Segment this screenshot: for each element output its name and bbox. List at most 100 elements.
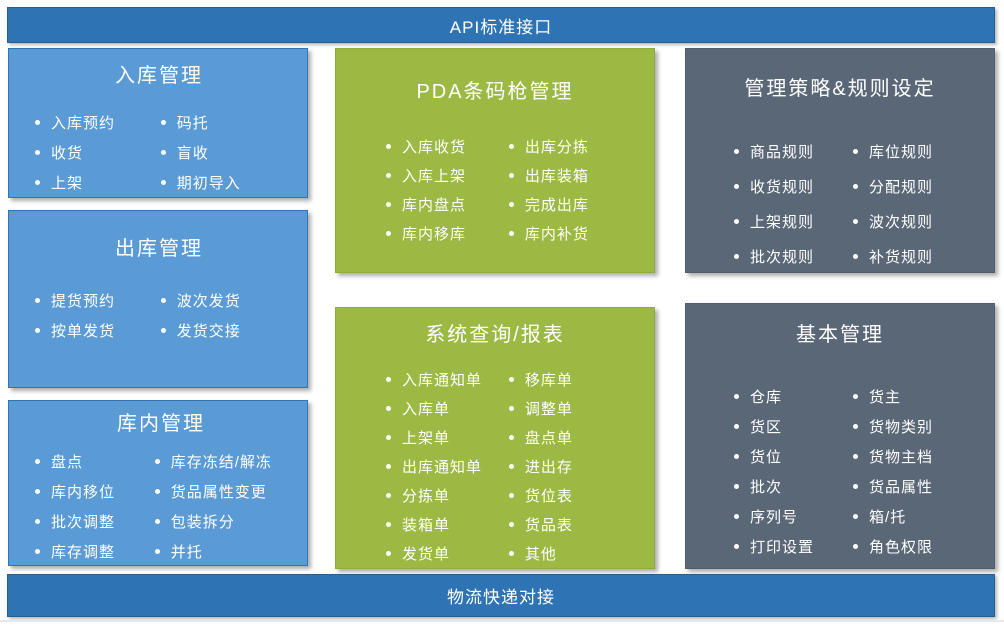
list-item: 移库单: [508, 365, 642, 394]
bullet-icon: [35, 179, 40, 185]
list-item-label: 货物类别: [869, 418, 934, 436]
list-item: 货区: [734, 411, 853, 441]
list-item-label: 期初导入: [176, 174, 241, 192]
list-item: 批次规则: [734, 239, 853, 274]
list-item-label: 调整单: [524, 401, 573, 418]
list-item: 进出存: [508, 452, 642, 481]
bullet-icon: [853, 543, 859, 549]
list-item-label: 货品属性: [869, 478, 934, 496]
bullet-icon: [160, 149, 166, 155]
list-item: 货品属性: [853, 471, 982, 501]
list-item-label: 打印设置: [750, 538, 815, 556]
list-item-label: 库内盘点: [402, 197, 467, 214]
list-item-label: 仓库: [750, 388, 783, 406]
bullet-icon: [853, 483, 859, 489]
list-item: 并托: [154, 536, 301, 566]
panel-title: 出库管理: [115, 238, 203, 260]
list-item-label: 货品表: [524, 517, 573, 534]
bullet-icon: [508, 464, 514, 469]
list-item-label: 装箱单: [402, 517, 451, 534]
bullet-icon: [853, 453, 859, 459]
list-item: 序列号: [734, 501, 853, 531]
list-item-label: 发货交接: [176, 322, 241, 340]
list-item-label: 上架: [51, 174, 84, 192]
bullet-icon: [35, 488, 40, 494]
bullet-icon: [734, 184, 739, 189]
bullet-icon: [386, 464, 391, 469]
list-item-label: 上架规则: [750, 214, 815, 231]
basic-item-list: 仓库 货主 货区 货物类别 货位 货物主档 批次 货品属性 序列号 箱/托 打印…: [698, 381, 982, 561]
list-item: 批次: [734, 471, 853, 501]
list-item-label: 入库上架: [402, 168, 467, 185]
bullet-icon: [853, 219, 859, 224]
list-item-label: 出库装箱: [524, 168, 589, 185]
list-item: 波次规则: [853, 204, 982, 239]
api-interface-bar-label: API标准接口: [449, 17, 553, 37]
list-item: 入库上架: [386, 161, 509, 190]
warehouse-internal-management-panel: 库内管理 盘点 库存冻结/解冻 库内移位 货品属性变更 批次调整 包装拆分 库存…: [8, 400, 308, 566]
list-item-label: 入库预约: [51, 114, 116, 132]
list-item: 发货交接: [160, 315, 297, 345]
bullet-icon: [508, 173, 514, 178]
list-item-label: 货主: [869, 388, 902, 406]
list-item: 库存冻结/解冻: [154, 446, 301, 476]
list-item: 提货预约: [35, 285, 161, 315]
bullet-icon: [386, 377, 391, 382]
list-item-label: 出库分拣: [524, 139, 589, 156]
bullet-icon: [154, 548, 160, 554]
list-item: 装箱单: [386, 510, 509, 539]
bullet-icon: [35, 149, 40, 155]
list-item-label: 分拣单: [402, 488, 451, 505]
bullet-icon: [734, 543, 739, 549]
list-item-label: 批次调整: [51, 513, 116, 531]
list-item-label: 盘点单: [524, 430, 573, 447]
bullet-icon: [734, 393, 739, 399]
list-item: 货位: [734, 441, 853, 471]
list-item: 仓库: [734, 381, 853, 411]
bullet-icon: [160, 327, 166, 333]
bullet-icon: [386, 551, 391, 556]
list-item: 出库分拣: [508, 132, 642, 161]
logistics-express-bar-label: 物流快递对接: [447, 588, 555, 607]
bullet-icon: [386, 231, 391, 236]
list-item-label: 提货预约: [51, 292, 116, 310]
list-item: 完成出库: [508, 190, 642, 219]
list-item: 盲收: [160, 137, 297, 167]
list-item: 批次调整: [35, 506, 155, 536]
panel-title: 管理策略&规则设定: [744, 78, 936, 100]
list-item-label: 收货: [51, 144, 84, 162]
list-item-label: 序列号: [750, 508, 799, 526]
query-item-list: 入库通知单 移库单 入库单 调整单 上架单 盘点单 出库通知单 进出存 分拣单 …: [348, 365, 642, 568]
list-item: 商品规则: [734, 134, 853, 169]
list-item: 入库收货: [386, 132, 509, 161]
list-item: 上架单: [386, 423, 509, 452]
inwarehouse-item-list: 盘点 库存冻结/解冻 库内移位 货品属性变更 批次调整 包装拆分 库存调整 并托: [21, 446, 301, 566]
bullet-icon: [508, 522, 514, 527]
bullet-icon: [734, 423, 739, 429]
list-item: 包装拆分: [154, 506, 301, 536]
list-item-label: 箱/托: [869, 508, 907, 526]
bullet-icon: [853, 423, 859, 429]
page-bottom-edge: [0, 620, 1004, 622]
list-item: 出库装箱: [508, 161, 642, 190]
basic-management-panel: 基本管理 仓库 货主 货区 货物类别 货位 货物主档 批次 货品属性 序列号 箱…: [685, 303, 995, 569]
list-item-label: 移库单: [524, 372, 573, 389]
bullet-icon: [734, 149, 739, 154]
list-item-label: 入库通知单: [402, 372, 483, 389]
panel-title: 入库管理: [115, 65, 203, 87]
list-item-label: 进出存: [524, 459, 573, 476]
list-item: 码托: [160, 107, 297, 137]
bullet-icon: [508, 144, 514, 149]
bullet-icon: [386, 406, 391, 411]
list-item: 库存调整: [35, 536, 155, 566]
bullet-icon: [386, 493, 391, 498]
list-item-label: 库内移库: [402, 226, 467, 243]
list-item: 补货规则: [853, 239, 982, 274]
bullet-icon: [154, 518, 160, 524]
list-item: 收货规则: [734, 169, 853, 204]
list-item: 按单发货: [35, 315, 161, 345]
bullet-icon: [35, 518, 40, 524]
list-item-label: 码托: [176, 114, 209, 132]
list-item: 角色权限: [853, 531, 982, 561]
